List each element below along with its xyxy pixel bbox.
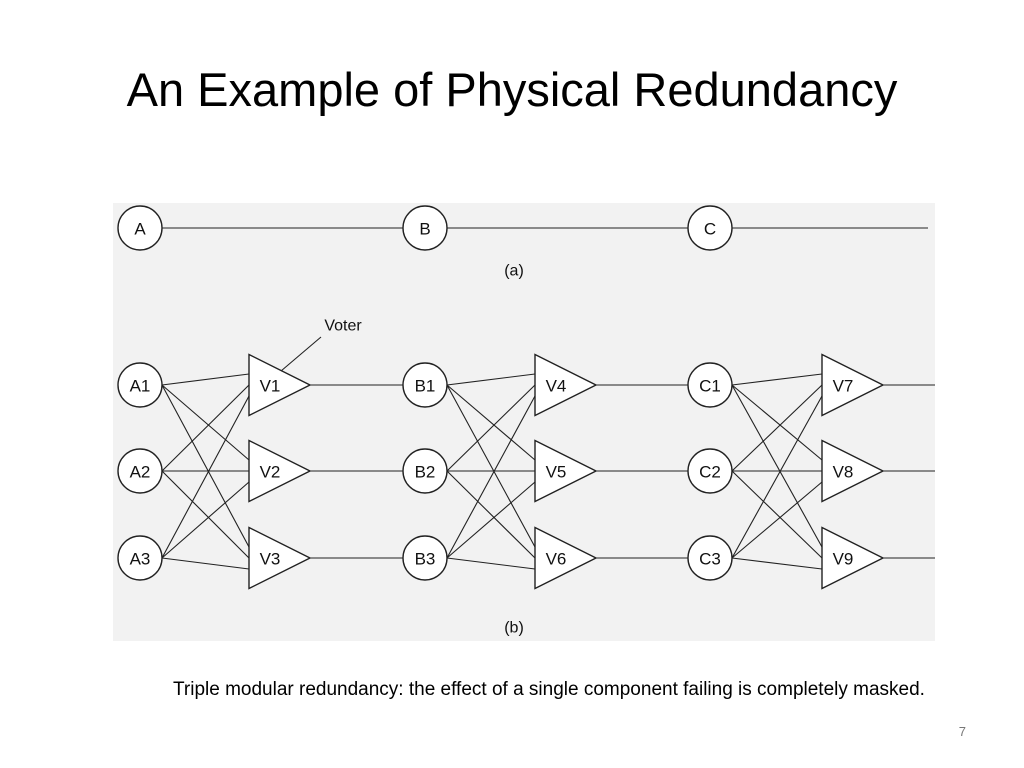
voter-label-v4: V4	[546, 377, 567, 396]
wire-b2-v6	[446, 470, 536, 559]
node-label-c3: C3	[699, 550, 721, 569]
wire-a1-v1	[161, 373, 250, 386]
voter-v1	[248, 353, 312, 417]
voter-label-v5: V5	[546, 463, 567, 482]
node-c3	[687, 535, 733, 581]
wire-c1-v7	[731, 373, 823, 386]
voter-callout-line	[280, 336, 322, 372]
voter-v6	[534, 526, 598, 590]
wire-b1-v5	[446, 384, 536, 461]
node-c	[687, 205, 733, 251]
node-label-c: C	[704, 220, 716, 239]
wire-b1-v6	[446, 384, 536, 548]
node-label-b2: B2	[415, 463, 436, 482]
node-label-a3: A3	[130, 550, 151, 569]
node-a2	[117, 448, 163, 494]
voter-callout-label: Voter	[324, 318, 362, 335]
wire-b1-v4	[446, 373, 536, 386]
node-label-b3: B3	[415, 550, 436, 569]
voter-label-v6: V6	[546, 550, 567, 569]
wire-c3-v9	[731, 557, 823, 570]
wire-c1-v9	[731, 384, 823, 548]
node-a	[117, 205, 163, 251]
wire-a2-v1	[161, 384, 250, 472]
voter-v9	[821, 526, 885, 590]
node-a1	[117, 362, 163, 408]
slide-caption: Triple modular redundancy: the effect of…	[173, 679, 925, 700]
wire-c2-v9	[731, 470, 823, 559]
voter-v7	[821, 353, 885, 417]
wire-a3-v2	[161, 481, 250, 559]
voter-label-v7: V7	[833, 377, 854, 396]
node-label-a2: A2	[130, 463, 151, 482]
voter-v8	[821, 439, 885, 503]
node-b	[402, 205, 448, 251]
wire-a3-v1	[161, 395, 250, 559]
wire-b2-v4	[446, 384, 536, 472]
node-label-a: A	[134, 220, 146, 239]
node-label-c2: C2	[699, 463, 721, 482]
wire-b3-v5	[446, 481, 536, 559]
wire-c3-v7	[731, 395, 823, 559]
slide-title: An Example of Physical Redundancy	[126, 63, 898, 116]
wire-c3-v8	[731, 481, 823, 559]
voter-label-v8: V8	[833, 463, 854, 482]
part-b-label: (b)	[504, 620, 524, 637]
wire-a2-v3	[161, 470, 250, 559]
part-a-label: (a)	[504, 263, 524, 280]
voter-v4	[534, 353, 598, 417]
voter-v2	[248, 439, 312, 503]
node-label-a1: A1	[130, 377, 151, 396]
voter-label-v2: V2	[260, 463, 281, 482]
wire-a3-v3	[161, 557, 250, 570]
node-c2	[687, 448, 733, 494]
wire-c1-v8	[731, 384, 823, 461]
node-b2	[402, 448, 448, 494]
node-b1	[402, 362, 448, 408]
node-label-b1: B1	[415, 377, 436, 396]
wire-b3-v4	[446, 395, 536, 559]
voter-label-v9: V9	[833, 550, 854, 569]
voter-v3	[248, 526, 312, 590]
node-label-b: B	[419, 220, 430, 239]
node-b3	[402, 535, 448, 581]
wire-b3-v6	[446, 557, 536, 570]
voter-label-v3: V3	[260, 550, 281, 569]
wire-a1-v3	[161, 384, 250, 548]
slide-number: 7	[958, 724, 966, 739]
voter-label-v1: V1	[260, 377, 281, 396]
node-label-c1: C1	[699, 377, 721, 396]
wire-a1-v2	[161, 384, 250, 461]
node-a3	[117, 535, 163, 581]
node-c1	[687, 362, 733, 408]
wire-c2-v7	[731, 384, 823, 472]
voter-v5	[534, 439, 598, 503]
